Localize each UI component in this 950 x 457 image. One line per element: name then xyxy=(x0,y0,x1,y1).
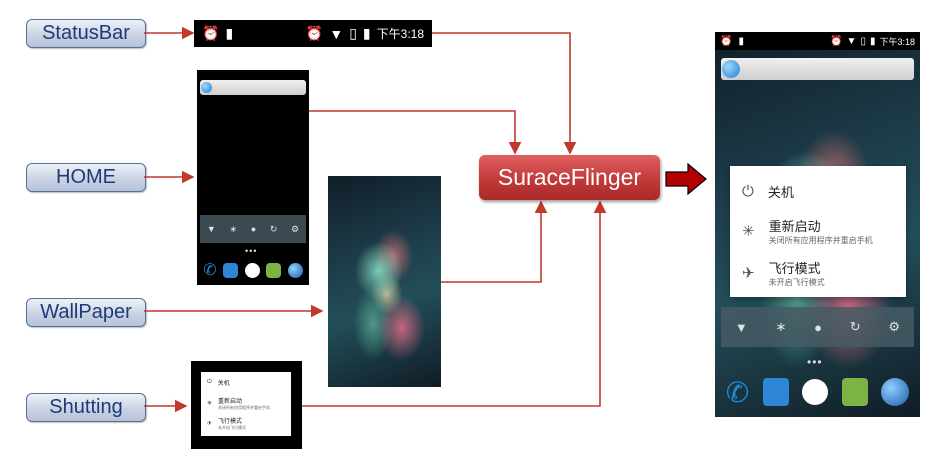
power-icon: ⏻ xyxy=(742,183,754,200)
contacts-icon[interactable] xyxy=(762,378,789,406)
rotate-icon[interactable]: ↻ xyxy=(849,319,861,334)
search-bar xyxy=(200,80,306,95)
quick-settings: ▼ ∗ ● ↻ ⚙ xyxy=(200,215,306,243)
power-dialog: ⏻ 关机 ✳ 重新启动 关闭所有应用程序并重启手机 ✈ 飞行模式 未开启飞行模式 xyxy=(730,166,906,297)
browser-icon[interactable] xyxy=(881,378,910,406)
airplane-text: 飞行模式 未开启飞行模式 xyxy=(769,258,825,288)
restart-row[interactable]: ✳ 重新启动 关闭所有应用程序并重启手机 xyxy=(742,216,873,246)
airplane-row: ✈ 飞行模式 未开启飞行模式 xyxy=(207,416,246,431)
output-arrow xyxy=(665,162,707,196)
messaging-icon[interactable] xyxy=(841,378,868,406)
settings-icon: ⚙ xyxy=(291,223,300,234)
arrow-home-to-sf xyxy=(309,110,522,155)
airplane-icon: ✈ xyxy=(742,265,755,282)
output-statusbar-right: ⏰ ▼ ▯ ▮ 下午3:18 xyxy=(830,35,915,48)
airplane-subtitle: 未开启飞行模式 xyxy=(218,425,247,430)
rotate-icon: ↻ xyxy=(269,223,278,234)
alarm-icon: ⏰ xyxy=(202,25,220,41)
power-off-row: ⏻ 关机 xyxy=(207,378,230,387)
power-off-title: 关机 xyxy=(767,185,794,200)
airplane-title: 飞行模式 xyxy=(218,419,243,425)
restart-title: 重新启动 xyxy=(768,219,821,234)
power-off-title: 关机 xyxy=(217,381,230,387)
output-statusbar-time: 下午3:18 xyxy=(879,36,915,47)
messaging-icon xyxy=(266,262,282,278)
airplane-title: 飞行模式 xyxy=(768,261,821,276)
statusbar-left-icons: ⏰ ▮ xyxy=(202,25,233,42)
restart-subtitle: 关闭所有应用程序并重启手机 xyxy=(218,405,271,410)
restart-text: 重新启动 关闭所有应用程序并重启手机 xyxy=(769,216,873,246)
output-quick-settings: ▼ ∗ ● ↻ ⚙ xyxy=(721,307,914,347)
phone-icon[interactable]: ✆ xyxy=(725,376,750,408)
alarm-icon: ⏰ xyxy=(305,25,324,41)
signal-icon: ▯ xyxy=(349,25,357,41)
page-dots: ••• xyxy=(245,246,258,256)
power-dialog-small: ⏻ 关机 ✳ 重新启动 关闭所有应用程序并重启手机 ✈ 飞行模式 未开启飞行模式 xyxy=(201,372,291,436)
wifi-icon: ▼ xyxy=(206,224,216,234)
restart-icon: ✳ xyxy=(742,223,755,240)
battery-icon: ▮ xyxy=(869,35,876,47)
statusbar-right-icons: ⏰ ▼ ▯ ▮ 下午3:18 xyxy=(306,25,424,42)
statusbar-label: StatusBar xyxy=(26,19,146,48)
settings-icon[interactable]: ⚙ xyxy=(888,319,901,334)
shutting-snippet: ⏻ 关机 ✳ 重新启动 关闭所有应用程序并重启手机 ✈ 飞行模式 未开启飞行模式 xyxy=(191,361,302,449)
contacts-icon xyxy=(223,262,239,278)
android-icon: ▮ xyxy=(738,35,744,47)
output-search-icon xyxy=(722,60,740,78)
wifi-icon: ▼ xyxy=(846,35,857,47)
wallpaper-snippet xyxy=(328,176,441,387)
output-statusbar: ⏰ ▮ ⏰ ▼ ▯ ▮ 下午3:18 xyxy=(715,32,920,50)
arrow-statusbar-to-sf xyxy=(432,32,577,155)
apps-icon[interactable] xyxy=(802,379,829,405)
wallpaper-label: WallPaper xyxy=(26,298,146,327)
wifi-icon: ▼ xyxy=(329,25,344,42)
bluetooth-icon[interactable]: ∗ xyxy=(775,319,787,334)
restart-title: 重新启动 xyxy=(218,399,243,405)
restart-text: 重新启动 关闭所有应用程序并重启手机 xyxy=(218,396,270,411)
output-search-bar xyxy=(721,58,914,80)
location-icon[interactable]: ● xyxy=(814,319,823,335)
bluetooth-icon: ∗ xyxy=(229,223,237,234)
statusbar-snippet: ⏰ ▮ ⏰ ▼ ▯ ▮ 下午3:18 xyxy=(194,20,432,47)
location-icon: ● xyxy=(250,224,257,234)
arrow-shutting-to-sf xyxy=(302,200,607,407)
arrow-wallpaper-to-sf xyxy=(441,200,548,283)
airplane-text: 飞行模式 未开启飞行模式 xyxy=(218,416,246,431)
home-label: HOME xyxy=(26,163,146,192)
signal-icon: ▯ xyxy=(860,35,866,47)
search-icon xyxy=(201,82,212,93)
restart-row: ✳ 重新启动 关闭所有应用程序并重启手机 xyxy=(207,396,270,411)
battery-icon: ▮ xyxy=(362,25,371,41)
surfaceflinger-box: SuraceFlinger xyxy=(479,155,660,200)
wifi-icon[interactable]: ▼ xyxy=(734,319,748,335)
phone-icon: ✆ xyxy=(203,262,217,279)
restart-subtitle: 关闭所有应用程序并重启手机 xyxy=(768,236,873,245)
alarm-icon: ⏰ xyxy=(830,35,843,47)
airplane-subtitle: 未开启飞行模式 xyxy=(768,278,825,287)
dock: ✆ xyxy=(200,259,306,281)
composited-screen: ⏰ ▮ ⏰ ▼ ▯ ▮ 下午3:18 ⏻ 关机 ✳ 重新启动 关闭所有应用程序并… xyxy=(715,32,920,417)
apps-icon xyxy=(244,262,260,278)
power-off-row[interactable]: ⏻ 关机 xyxy=(742,182,794,201)
output-statusbar-left: ⏰ ▮ xyxy=(720,36,744,47)
restart-icon: ✳ xyxy=(207,401,213,407)
home-snippet: ▼ ∗ ● ↻ ⚙ ••• ✆ xyxy=(197,70,309,285)
output-page-dots: ••• xyxy=(807,355,823,369)
statusbar-time: 下午3:18 xyxy=(376,27,424,41)
shutting-label: Shutting xyxy=(26,393,146,422)
output-dock: ✆ xyxy=(719,374,916,410)
android-icon: ▮ xyxy=(225,25,234,41)
power-icon: ⏻ xyxy=(207,379,212,385)
airplane-row[interactable]: ✈ 飞行模式 未开启飞行模式 xyxy=(742,258,825,288)
alarm-icon: ⏰ xyxy=(720,35,733,47)
airplane-icon: ✈ xyxy=(207,421,213,427)
browser-icon xyxy=(287,262,303,278)
